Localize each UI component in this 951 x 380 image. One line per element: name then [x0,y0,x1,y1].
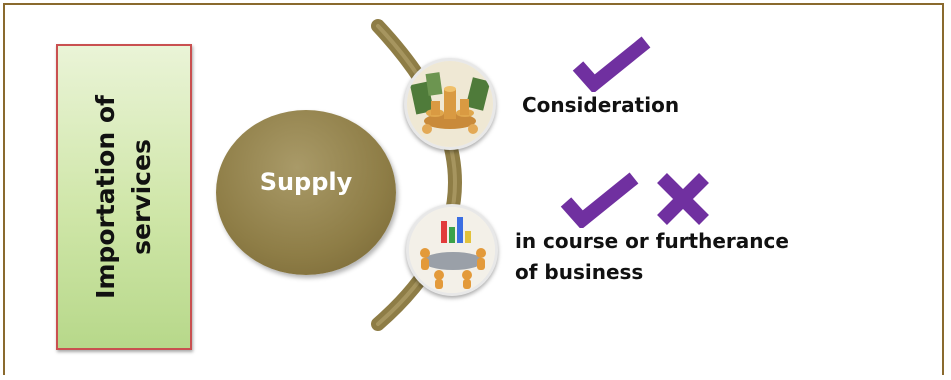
check-mark-icon [572,36,651,92]
business-label-line1: in course or furtherance [515,229,789,253]
money-icon [404,58,496,150]
business-label-line2: of business [515,260,644,284]
supply-circle: Supply [216,110,396,275]
importation-box: Importation of services [56,44,192,350]
supply-label: Supply [259,168,353,196]
check-mark-icon [560,172,639,228]
slide-frame [3,3,944,375]
cross-mark-icon [657,173,709,225]
business-meeting-icon [406,204,498,296]
consideration-label: Consideration [522,93,680,117]
business-label: in course or furtherance of business [515,226,789,288]
